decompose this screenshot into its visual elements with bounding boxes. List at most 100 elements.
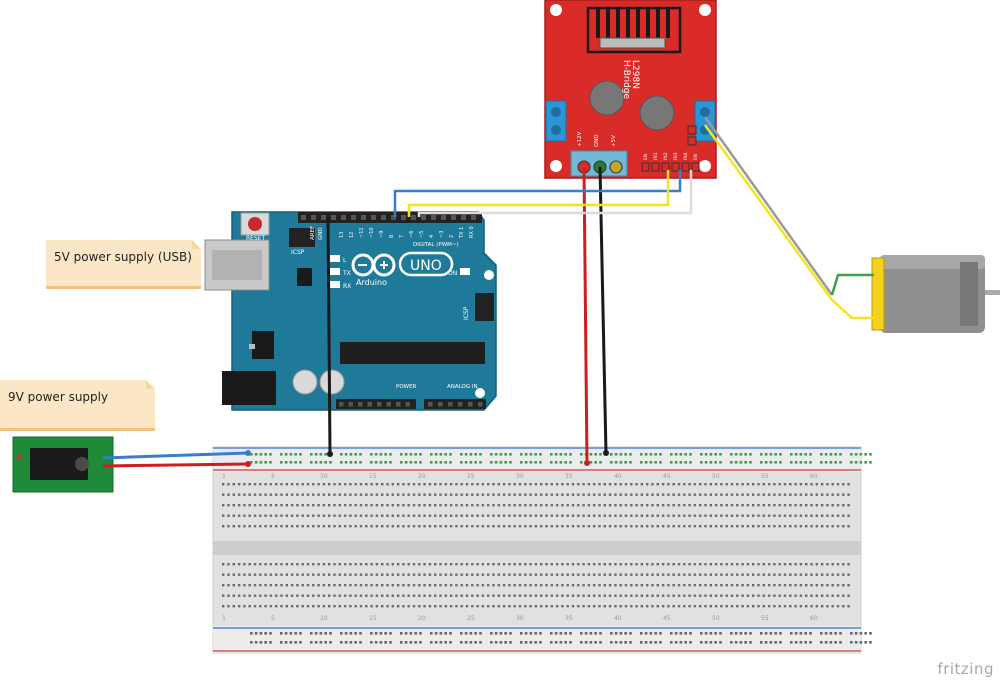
- breadboard-hole: [333, 493, 336, 496]
- breadboard-hole: [624, 493, 628, 496]
- breadboard-hole: [222, 594, 225, 597]
- breadboard-hole: [259, 525, 262, 528]
- breadboard-hole: [752, 573, 755, 576]
- breadboard-hole: [736, 584, 739, 587]
- rail-hole: [700, 453, 703, 456]
- breadboard-hole: [640, 584, 644, 587]
- breadboard-hole: [396, 605, 400, 608]
- column-number: 30: [516, 473, 524, 480]
- breadboard-hole: [789, 504, 792, 507]
- breadboard-hole: [338, 493, 341, 496]
- led-rx: [330, 281, 340, 288]
- breadboard-hole: [820, 493, 824, 496]
- wire-end: [245, 450, 251, 456]
- rail-hole: [294, 641, 297, 644]
- rail-hole: [799, 453, 803, 456]
- breadboard-hole: [248, 483, 251, 486]
- rail-hole: [389, 461, 392, 464]
- breadboard-hole: [269, 504, 273, 507]
- breadboard-hole: [693, 605, 697, 608]
- breadboard-hole: [667, 584, 670, 587]
- rail-hole: [310, 641, 313, 644]
- breadboard-hole: [746, 525, 750, 528]
- control-pin-label: IN4: [683, 152, 689, 160]
- breadboard-hole: [603, 563, 606, 566]
- rail-hole: [419, 453, 422, 456]
- icsp-header-1: [289, 228, 315, 247]
- breadboard-hole: [714, 514, 718, 517]
- breadboard-hole: [412, 584, 416, 587]
- breadboard-hole: [587, 594, 591, 597]
- breadboard-hole: [465, 483, 469, 486]
- control-pin-label: IN1: [653, 152, 659, 160]
- breadboard-hole: [577, 493, 580, 496]
- rail-hole: [709, 641, 713, 644]
- breadboard-hole: [492, 525, 495, 528]
- breadboard-hole: [783, 605, 787, 608]
- rail-hole: [444, 453, 447, 456]
- rail-hole: [640, 453, 643, 456]
- breadboard-hole: [518, 573, 522, 576]
- breadboard-hole: [407, 605, 410, 608]
- breadboard-hole: [349, 563, 352, 566]
- breadboard-hole: [773, 483, 776, 486]
- jumper-pin: [687, 136, 697, 146]
- icsp-label-2: ICSP: [463, 306, 470, 320]
- rail-hole: [610, 453, 613, 456]
- breadboard-hole: [296, 605, 299, 608]
- breadboard-hole: [439, 563, 442, 566]
- breadboard-hole: [492, 493, 495, 496]
- rail-hole: [654, 641, 657, 644]
- breadboard-hole: [322, 525, 326, 528]
- breadboard-hole: [672, 573, 675, 576]
- rail-hole: [250, 461, 253, 464]
- breadboard-hole: [391, 483, 394, 486]
- breadboard-hole: [805, 594, 808, 597]
- breadboard-hole: [762, 514, 765, 517]
- rail-hole: [624, 453, 627, 456]
- breadboard-hole: [449, 573, 453, 576]
- breadboard-hole: [529, 563, 532, 566]
- rail-hole: [400, 453, 403, 456]
- breadboard-hole: [741, 573, 744, 576]
- rail-hole: [829, 461, 833, 464]
- breadboard-hole: [688, 563, 691, 566]
- rail-hole: [254, 641, 258, 644]
- breadboard-hole: [365, 493, 368, 496]
- breadboard-hole: [402, 493, 405, 496]
- rail-hole: [820, 641, 823, 644]
- breadboard-hole: [577, 514, 580, 517]
- rail-hole: [444, 632, 447, 635]
- breadboard-hole: [354, 514, 357, 517]
- breadboard-hole: [614, 584, 617, 587]
- rail-hole: [624, 461, 627, 464]
- breadboard-hole: [497, 525, 500, 528]
- rail-hole: [859, 461, 863, 464]
- rail-hole: [400, 641, 403, 644]
- breadboard-hole: [773, 514, 776, 517]
- breadboard-hole: [465, 605, 469, 608]
- usb-port-inner: [212, 250, 262, 280]
- breadboard-hole: [444, 563, 447, 566]
- breadboard-hole: [418, 573, 421, 576]
- breadboard-hole: [381, 483, 384, 486]
- rail-hole: [289, 632, 293, 635]
- breadboard-hole: [741, 525, 744, 528]
- breadboard-hole: [577, 504, 580, 507]
- breadboard-hole: [831, 493, 834, 496]
- breadboard-hole: [805, 483, 808, 486]
- breadboard-hole: [794, 605, 797, 608]
- breadboard-hole: [815, 504, 818, 507]
- rail-hole: [520, 453, 523, 456]
- breadboard-hole: [540, 563, 543, 566]
- breadboard-hole: [243, 525, 246, 528]
- rail-hole: [460, 641, 463, 644]
- breadboard-hole: [603, 504, 606, 507]
- heatsink-frame: [586, 6, 682, 54]
- breadboard-hole: [778, 594, 781, 597]
- rail-hole: [809, 632, 812, 635]
- breadboard-hole: [810, 605, 813, 608]
- breadboard-hole: [704, 483, 707, 486]
- rail-hole: [529, 453, 533, 456]
- terminal-block-left: [545, 100, 567, 142]
